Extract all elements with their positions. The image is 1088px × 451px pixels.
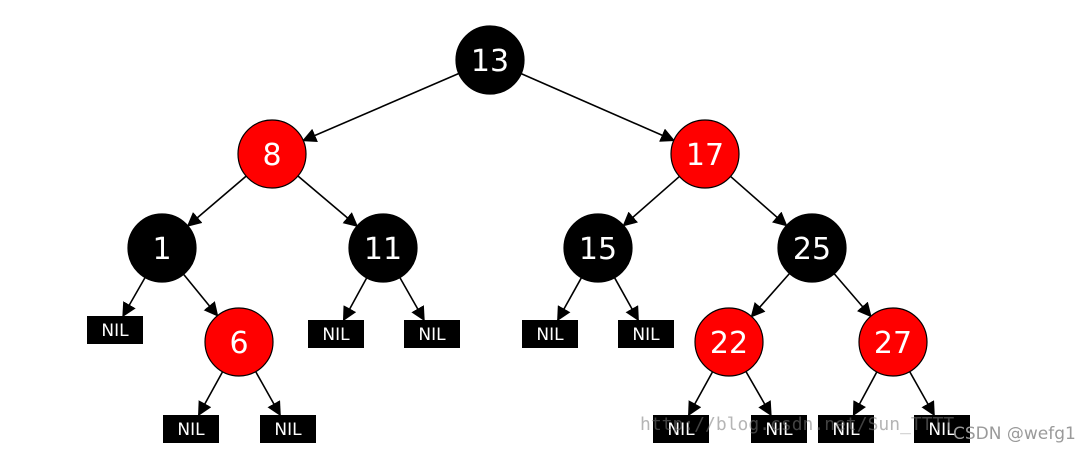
node-circle-22	[694, 307, 764, 377]
node-label-17: 17	[686, 138, 724, 173]
edge-n25-n22	[750, 272, 791, 318]
node-label-8: 8	[262, 138, 281, 173]
nil-leaf-6: NIL	[163, 415, 219, 443]
nil-label: NIL	[928, 420, 956, 440]
nil-label: NIL	[536, 325, 564, 345]
edge-n13-n17	[520, 72, 676, 142]
edge-n6-nil6	[198, 371, 224, 417]
edge-n22-nil8	[688, 371, 714, 417]
tree-node-6: 6	[204, 307, 274, 377]
tree-node-22: 22	[694, 307, 764, 377]
watermark-csdn: CSDN @wefg1	[953, 424, 1076, 444]
node-label-13: 13	[471, 44, 509, 79]
nil-leaf-11: NIL	[914, 415, 970, 443]
nil-label: NIL	[177, 420, 205, 440]
nil-box	[914, 415, 970, 443]
nil-leaf-10: NIL	[818, 415, 874, 443]
nil-box	[751, 415, 807, 443]
edge-n22-nil9	[745, 371, 772, 417]
nil-box	[260, 415, 316, 443]
nil-box	[87, 316, 143, 344]
edge-n11-nil2	[342, 277, 368, 322]
node-label-27: 27	[874, 326, 912, 361]
edge-n27-nil11	[908, 371, 935, 417]
edge-n8-n1	[186, 175, 247, 227]
nil-box	[618, 320, 674, 348]
nil-leaf-3: NIL	[404, 320, 460, 348]
node-circle-6	[204, 307, 274, 377]
node-circle-27	[858, 307, 928, 377]
edge-n17-n25	[730, 175, 788, 227]
edge-n15-nil5	[613, 277, 639, 322]
node-circle-17	[670, 119, 740, 189]
node-label-22: 22	[710, 326, 748, 361]
nil-label: NIL	[832, 420, 860, 440]
tree-node-15: 15	[563, 213, 633, 283]
nil-leaf-5: NIL	[618, 320, 674, 348]
tree-node-25: 25	[777, 213, 847, 283]
tree-node-11: 11	[348, 213, 418, 283]
nil-box	[404, 320, 460, 348]
edge-n13-n8	[301, 72, 460, 143]
tree-node-1: 1	[127, 213, 197, 283]
watermark-url: http://blog.csdn.net/Sun_TTTT	[640, 414, 955, 435]
tree-node-8: 8	[237, 119, 307, 189]
edge-n6-nil7	[254, 371, 281, 417]
nil-leaf-1: NIL	[87, 316, 143, 344]
edge-n17-n15	[622, 175, 680, 227]
node-label-1: 1	[152, 232, 171, 267]
edge-n1-n6	[182, 273, 219, 317]
edge-n1-nil1	[122, 277, 146, 318]
nil-box	[163, 415, 219, 443]
node-label-6: 6	[229, 326, 248, 361]
nil-label: NIL	[667, 420, 695, 440]
nil-box	[522, 320, 578, 348]
node-label-25: 25	[793, 232, 831, 267]
node-circle-1	[127, 213, 197, 283]
node-label-11: 11	[364, 232, 402, 267]
nil-label: NIL	[418, 325, 446, 345]
nil-leaf-9: NIL	[751, 415, 807, 443]
node-circle-25	[777, 213, 847, 283]
edge-n11-nil3	[399, 277, 425, 322]
nil-leaf-7: NIL	[260, 415, 316, 443]
nil-box	[308, 320, 364, 348]
nil-box	[818, 415, 874, 443]
nil-label: NIL	[101, 321, 129, 341]
nil-leaf-4: NIL	[522, 320, 578, 348]
nil-leaf-2: NIL	[308, 320, 364, 348]
edge-n27-nil10	[852, 371, 878, 417]
nil-label: NIL	[322, 325, 350, 345]
nil-label: NIL	[274, 420, 302, 440]
edge-n15-nil4	[557, 277, 583, 322]
node-circle-13	[455, 25, 525, 95]
edge-n25-n27	[833, 273, 872, 318]
tree-node-27: 27	[858, 307, 928, 377]
node-circle-15	[563, 213, 633, 283]
tree-node-17: 17	[670, 119, 740, 189]
edge-n8-n11	[297, 175, 359, 227]
node-circle-8	[237, 119, 307, 189]
node-label-15: 15	[579, 232, 617, 267]
tree-node-13: 13	[455, 25, 525, 95]
nil-leaf-8: NIL	[653, 415, 709, 443]
nil-box	[653, 415, 709, 443]
node-circle-11	[348, 213, 418, 283]
nil-label: NIL	[765, 420, 793, 440]
nil-label: NIL	[632, 325, 660, 345]
